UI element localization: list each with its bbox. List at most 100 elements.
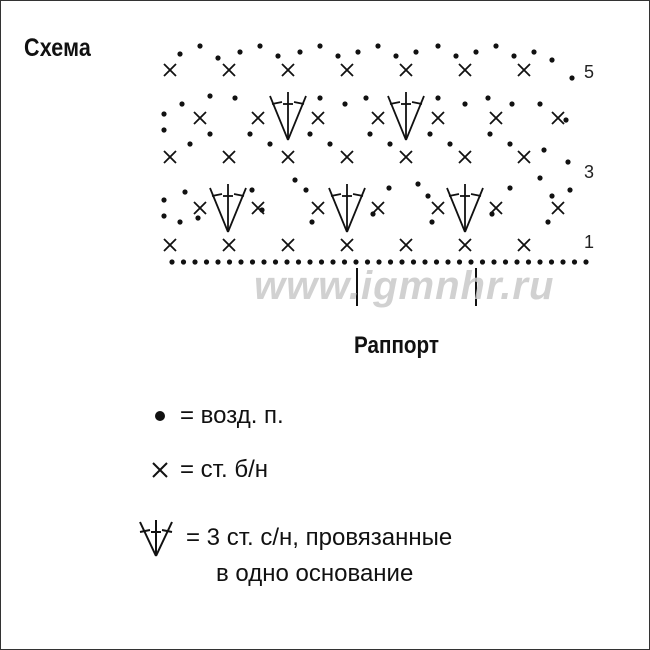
chain-stitch	[509, 101, 515, 107]
chain-stitch	[161, 197, 167, 203]
single-crochet-stitch	[281, 63, 295, 77]
chain-stitch	[410, 259, 417, 265]
chain-stitch	[422, 259, 428, 265]
single-crochet-stitch	[371, 201, 385, 215]
chain-stitch	[549, 193, 555, 199]
rapport-label: Раппорт	[354, 332, 439, 359]
chain-stitch	[479, 259, 486, 265]
single-crochet-stitch	[311, 201, 325, 215]
single-crochet-stitch	[399, 63, 413, 77]
legend-item-chain: = возд. п.	[140, 402, 284, 430]
single-crochet-stitch	[281, 238, 295, 252]
single-crochet-stitch	[222, 150, 236, 164]
single-crochet-icon	[140, 460, 180, 480]
dc-cluster	[446, 184, 484, 233]
chain-stitch	[462, 101, 468, 107]
chain-stitch	[226, 259, 233, 265]
chain-stitch	[473, 49, 479, 55]
chain-stitch	[487, 131, 493, 137]
chain-stitch	[203, 259, 210, 265]
chain-stitch	[549, 57, 555, 63]
chain-stitch	[548, 259, 555, 265]
single-crochet-stitch	[517, 63, 531, 77]
single-crochet-stitch	[340, 63, 354, 77]
chain-stitch	[330, 259, 336, 265]
chain-stitch	[257, 43, 263, 49]
chain-stitch	[433, 259, 440, 265]
legend-text-cluster: = 3 ст. с/н, провязанные	[186, 524, 453, 551]
chain-stitch	[232, 95, 238, 101]
legend-text-cluster-cont: в одно основание	[216, 560, 414, 587]
chain-stitch	[560, 259, 566, 265]
chain-stitch	[415, 181, 421, 187]
chain-stitch	[376, 259, 382, 265]
chain-stitch	[468, 259, 474, 265]
chain-stitch	[493, 43, 499, 49]
chain-stitch	[179, 101, 185, 107]
dc-cluster	[387, 92, 425, 141]
chain-stitch	[215, 259, 221, 265]
chain-stitch	[545, 219, 551, 225]
chain-stitch	[335, 53, 341, 59]
single-crochet-stitch	[340, 150, 354, 164]
chain-stitch	[261, 259, 267, 265]
chain-stitch	[429, 219, 435, 225]
single-crochet-stitch	[458, 150, 472, 164]
single-crochet-stitch	[251, 111, 265, 125]
chain-stitch	[327, 141, 333, 147]
chain-stitch	[375, 43, 381, 49]
chain-stitch	[197, 43, 203, 49]
single-crochet-stitch	[431, 201, 445, 215]
chain-stitch	[507, 185, 513, 191]
single-crochet-stitch	[193, 111, 207, 125]
chain-stitch	[435, 43, 441, 49]
chain-stitch	[307, 259, 313, 265]
chain-stitch	[537, 101, 543, 107]
chain-stitch	[169, 259, 175, 265]
row-number-3: 3	[584, 162, 595, 182]
chain-stitch	[453, 53, 459, 59]
single-crochet-stitch	[431, 111, 445, 125]
chain-stitch	[485, 95, 491, 101]
chain-stitch	[180, 259, 187, 265]
chain-stitch	[502, 259, 509, 265]
chain-stitch	[583, 259, 589, 265]
chain-stitch	[387, 259, 394, 265]
single-crochet-stitch	[489, 111, 503, 125]
single-crochet-stitch	[517, 150, 531, 164]
three-dc-cluster-icon	[126, 518, 186, 558]
chain-stitch	[195, 215, 201, 221]
single-crochet-stitch	[163, 150, 177, 164]
chain-stitch	[491, 259, 497, 265]
single-crochet-stitch	[311, 111, 325, 125]
chain-stitch	[272, 259, 279, 265]
chain-stitch	[541, 147, 547, 153]
chain-stitch	[447, 141, 453, 147]
chain-stitch	[161, 127, 167, 133]
chain-stitch	[303, 187, 309, 193]
chain-stitch	[249, 259, 256, 265]
chain-stitch	[341, 259, 348, 265]
chain-stitch	[367, 131, 373, 137]
single-crochet-stitch	[340, 238, 354, 252]
single-crochet-stitch	[551, 111, 565, 125]
single-crochet-stitch	[222, 238, 236, 252]
single-crochet-stitch	[458, 238, 472, 252]
chain-stitch	[435, 95, 441, 101]
single-crochet-stitch	[163, 63, 177, 77]
single-crochet-stitch	[281, 150, 295, 164]
chain-stitch	[342, 101, 348, 107]
single-crochet-stitch	[222, 63, 236, 77]
legend-text-sc: = ст. б/н	[180, 456, 269, 483]
row-number-5: 5	[584, 62, 595, 82]
legend-item-cluster: = 3 ст. с/н, провязанные	[126, 518, 452, 558]
chain-stitch	[567, 187, 573, 193]
chain-stitch	[297, 49, 303, 55]
chain-stitch	[427, 131, 433, 137]
chain-stitch	[511, 53, 517, 59]
chain-stitch	[569, 75, 575, 81]
single-crochet-stitch	[458, 63, 472, 77]
chain-stitch	[284, 259, 290, 265]
chain-stitch	[318, 259, 325, 265]
